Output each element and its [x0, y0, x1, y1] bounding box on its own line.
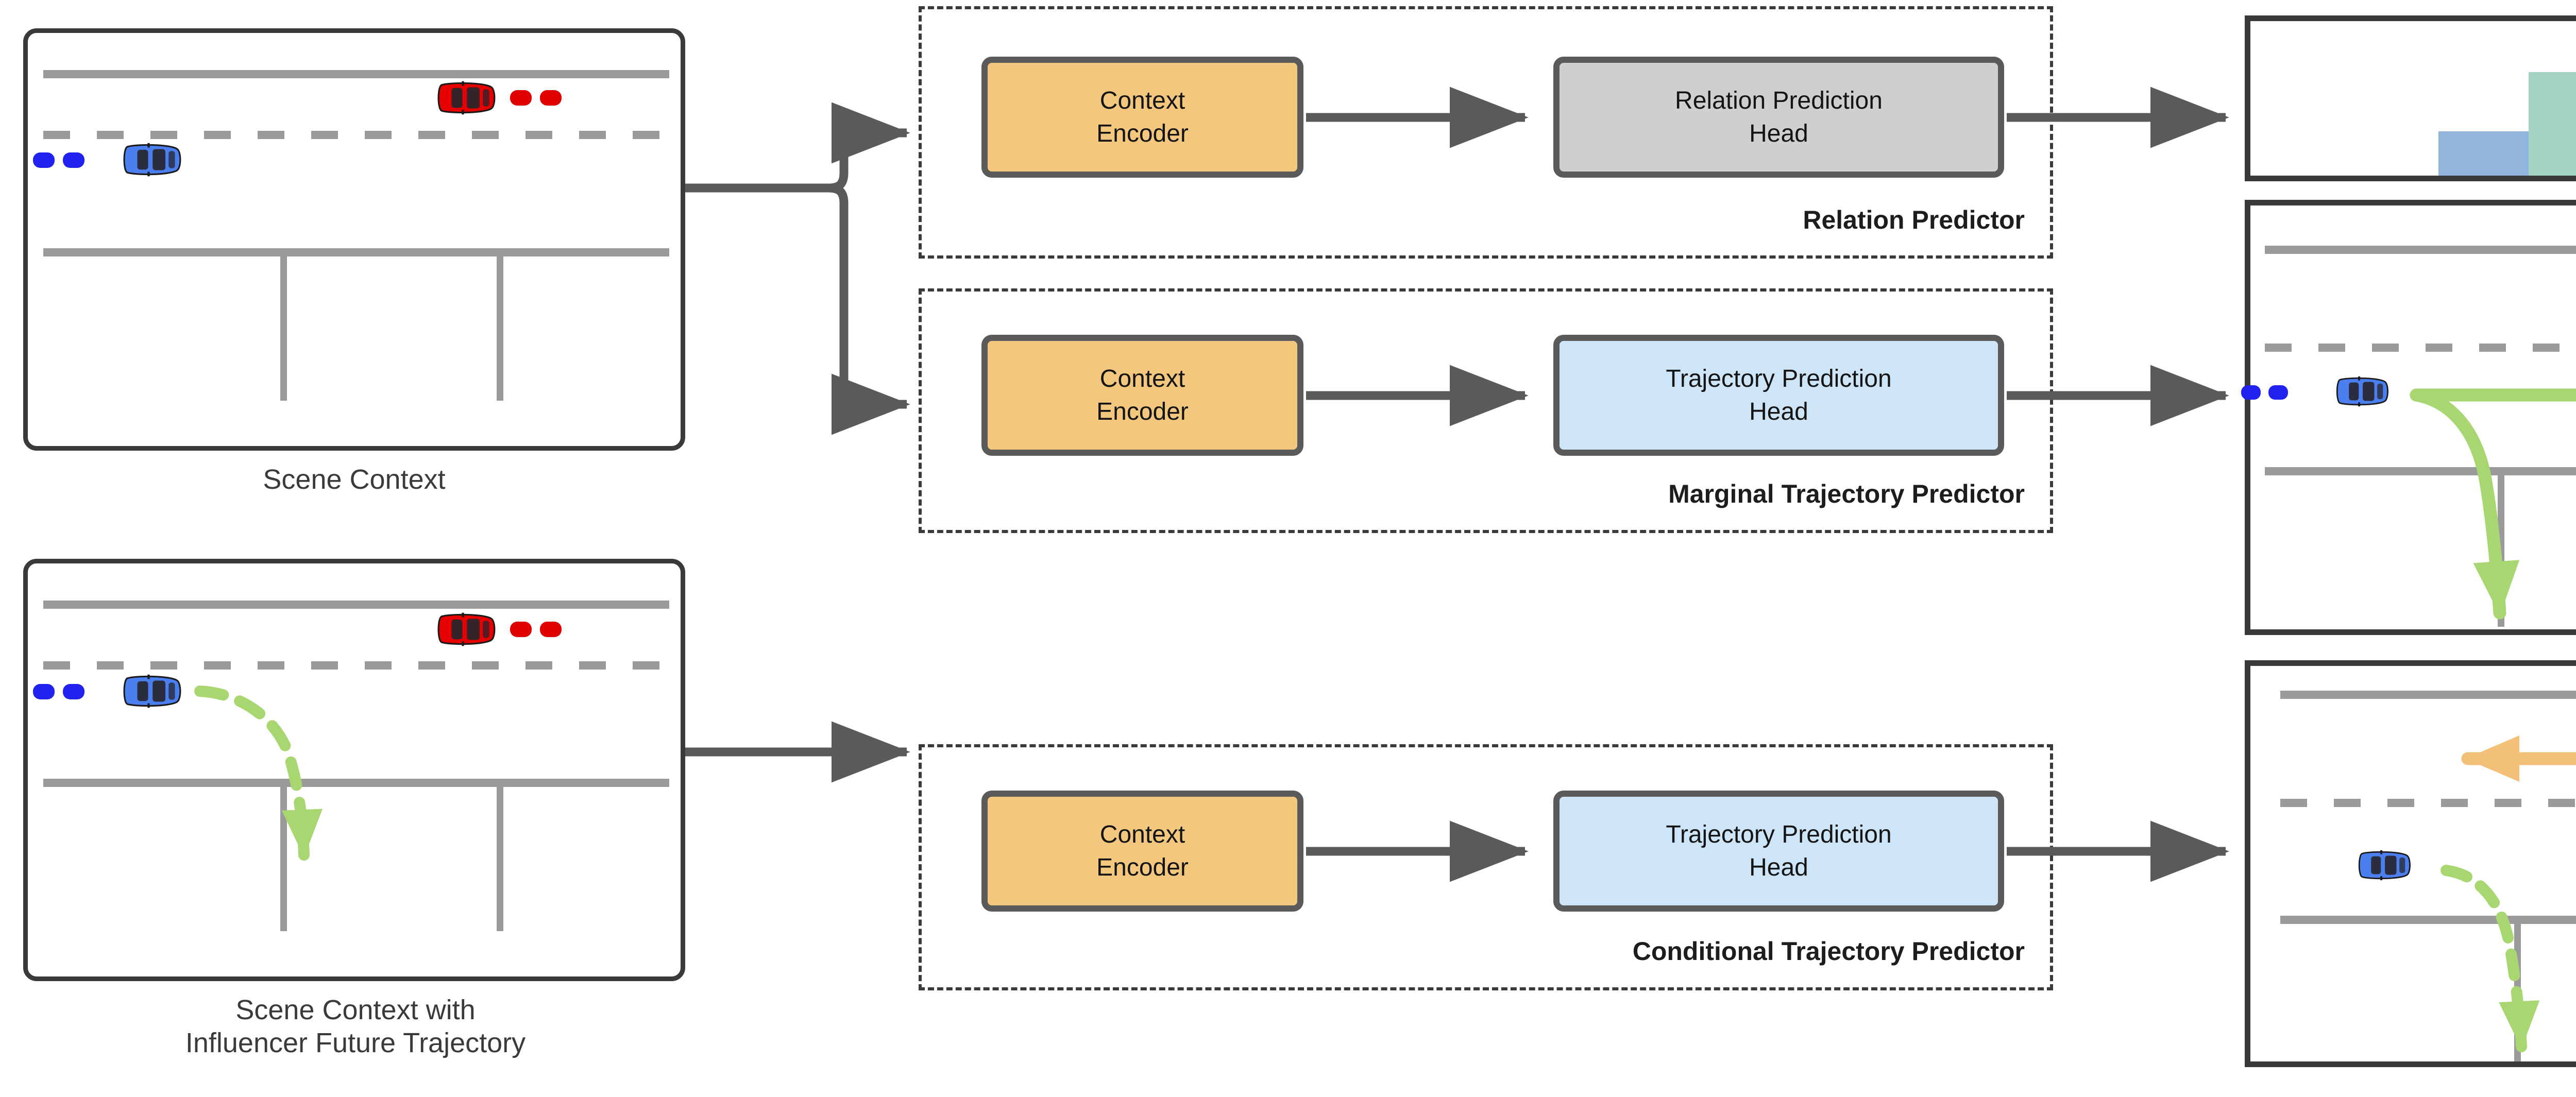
block-label: Context Encoder — [1096, 821, 1189, 881]
block-label: Trajectory Prediction Head — [1666, 821, 1892, 881]
block-label: Context Encoder — [1096, 87, 1189, 147]
bar-yield — [2529, 72, 2576, 176]
lane-divider-dashed — [43, 131, 669, 139]
scene-context-influencer-panel — [23, 559, 685, 981]
lane-boundary-top — [43, 601, 669, 609]
lane-boundary-bottom — [43, 248, 669, 256]
lane-divider-dashed — [2280, 799, 2576, 807]
lane-boundary-top — [43, 70, 669, 78]
parking-divider-left — [280, 253, 287, 401]
conditional-context-encoder[interactable]: Context Encoder — [981, 791, 1303, 912]
conditional-trajectory-predictor-label: Conditional Trajectory Predictor — [1632, 937, 2025, 966]
marginal-trajectory-predictor-group — [919, 288, 2053, 533]
lane-divider-dashed — [2265, 344, 2576, 352]
conditional-trajectory-prediction-head[interactable]: Trajectory Prediction Head — [1553, 791, 2004, 912]
block-label: Trajectory Prediction Head — [1666, 365, 1892, 425]
relation-predictor-context-encoder[interactable]: Context Encoder — [981, 57, 1303, 178]
lane-boundary-bottom — [2280, 916, 2576, 924]
scene1-branch-down — [828, 183, 910, 435]
scene-context-influencer-caption: Scene Context with Influencer Future Tra… — [185, 995, 526, 1058]
relation-predictor-group — [919, 6, 2053, 259]
marginal-context-encoder[interactable]: Context Encoder — [981, 335, 1303, 456]
marginal-trajectory-predictor-label: Marginal Trajectory Predictor — [1668, 479, 2025, 508]
relation-prediction-head[interactable]: Relation Prediction Head — [1553, 57, 2004, 178]
parking-divider-left — [280, 784, 287, 931]
marginal-trajectory-prediction-head[interactable]: Trajectory Prediction Head — [1553, 335, 2004, 456]
marginal-trajectory-output-panel — [2245, 200, 2576, 635]
block-label: Context Encoder — [1096, 365, 1189, 425]
lane-boundary-bottom — [2265, 467, 2576, 475]
scene-context-panel — [23, 28, 685, 451]
parking-divider-right — [497, 253, 503, 401]
scene-context-caption: Scene Context — [263, 464, 446, 495]
parking-divider-left — [2514, 921, 2521, 1061]
block-label: Relation Prediction Head — [1675, 87, 1883, 147]
parking-divider-right — [497, 784, 503, 931]
lane-boundary-top — [2265, 246, 2576, 254]
lane-boundary-top — [2280, 691, 2576, 699]
scene1-branch-up — [828, 102, 910, 193]
parking-divider-left — [2498, 472, 2504, 627]
conditional-trajectory-output-panel — [2245, 660, 2576, 1067]
relation-distribution-panel — [2245, 15, 2576, 181]
bar-pass — [2438, 131, 2529, 176]
relation-predictor-label: Relation Predictor — [1803, 205, 2025, 234]
conditional-trajectory-predictor-group — [919, 744, 2053, 990]
lane-divider-dashed — [43, 661, 669, 670]
lane-boundary-bottom — [43, 779, 669, 787]
